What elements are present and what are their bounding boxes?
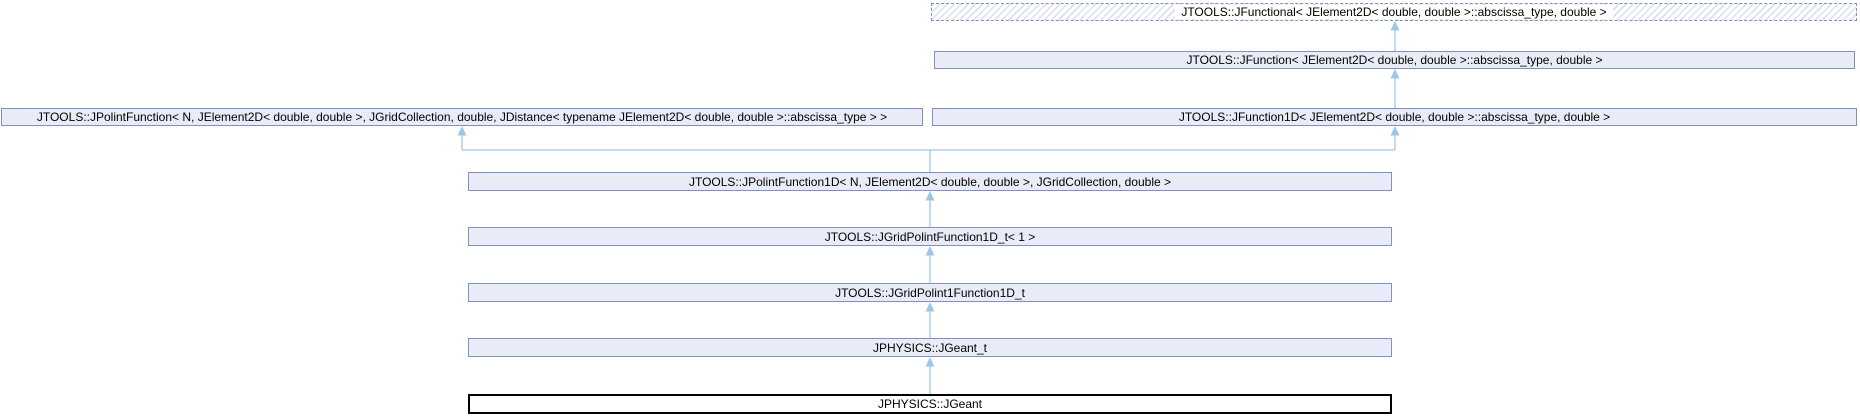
class-node-jpolintfunction[interactable]: JTOOLS::JPolintFunction< N, JElement2D< … [1,108,923,126]
class-node-label: JPHYSICS::JGeant [877,397,983,411]
class-node-label: JTOOLS::JGridPolintFunction1D_t< 1 > [824,229,1036,244]
class-node-label: JPHYSICS::JGeant_t [872,340,988,355]
class-node-jpolintfunction1d[interactable]: JTOOLS::JPolintFunction1D< N, JElement2D… [468,172,1392,191]
class-node-label: JTOOLS::JFunction1D< JElement2D< double,… [1178,110,1611,124]
class-node-jfunction[interactable]: JTOOLS::JFunction< JElement2D< double, d… [934,51,1855,69]
class-node-jgeant-t[interactable]: JPHYSICS::JGeant_t [468,338,1392,357]
class-node-jgeant-focus: JPHYSICS::JGeant [468,394,1392,414]
class-node-jgridpolintfunction1d-t[interactable]: JTOOLS::JGridPolintFunction1D_t< 1 > [468,227,1392,246]
class-node-label: JTOOLS::JFunction< JElement2D< double, d… [1186,53,1603,67]
class-node-label: JTOOLS::JPolintFunction< N, JElement2D< … [36,110,888,124]
class-node-label: JTOOLS::JFunctional< JElement2D< double,… [1175,5,1613,19]
class-node-jgridpolint1function1d-t[interactable]: JTOOLS::JGridPolint1Function1D_t [468,283,1392,302]
class-node-jfunctional[interactable]: JTOOLS::JFunctional< JElement2D< double,… [931,3,1857,21]
class-node-jfunction1d[interactable]: JTOOLS::JFunction1D< JElement2D< double,… [932,108,1857,126]
class-node-label: JTOOLS::JGridPolint1Function1D_t [835,285,1025,300]
class-node-label: JTOOLS::JPolintFunction1D< N, JElement2D… [688,174,1172,189]
